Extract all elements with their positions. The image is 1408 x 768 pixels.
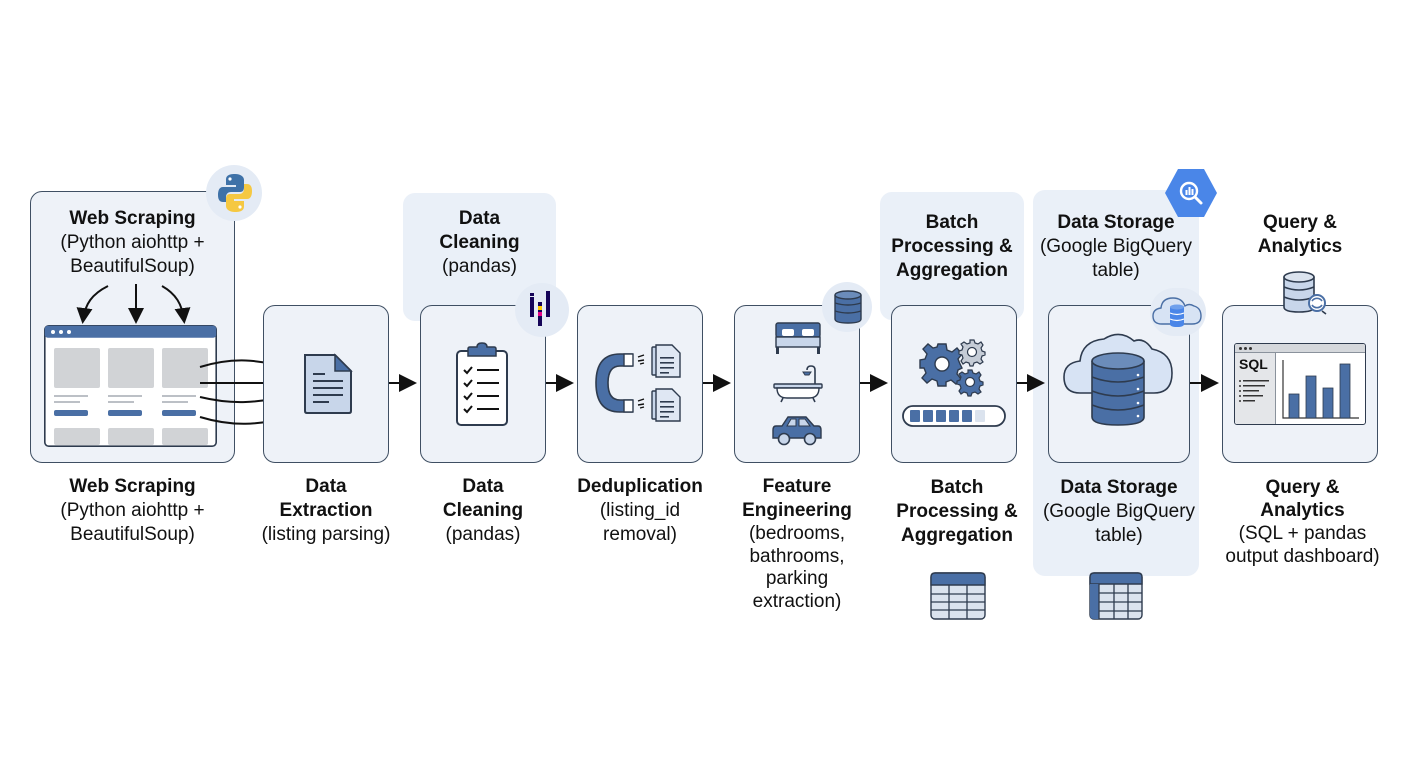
python-logo-icon xyxy=(218,174,252,212)
pandas-logo-icon xyxy=(530,291,550,326)
data-storage-header-sub-1: (Google BigQuery xyxy=(1039,236,1193,257)
browser-window-icon xyxy=(44,325,217,448)
data-extraction-sub-1: (listing parsing) xyxy=(261,524,391,545)
deduplication-sub-2: removal) xyxy=(603,524,677,545)
bathtub-icon xyxy=(773,365,823,403)
web-scraping-card-title: Web Scraping xyxy=(69,208,196,229)
data-cleaning-title-2: Cleaning xyxy=(442,500,524,521)
dashboard-bar-chart xyxy=(1282,360,1359,419)
query-analytics-header-title-1: Query & xyxy=(1263,212,1337,233)
feature-engineering-sub-4: extraction) xyxy=(752,590,842,612)
data-storage-title: Data Storage xyxy=(1060,477,1178,498)
data-cleaning-sub: (pandas) xyxy=(445,524,521,545)
cloud-database-small-icon xyxy=(1152,297,1202,327)
database-icon xyxy=(834,290,862,324)
query-analytics-title-1: Query & xyxy=(1265,477,1340,498)
feature-engineering-sub-2: bathrooms, xyxy=(749,545,845,567)
batch-processing-title-1: Batch xyxy=(930,477,984,498)
web-scraping-sub-2: BeautifulSoup) xyxy=(70,524,195,545)
feature-engineering-title-2: Engineering xyxy=(742,500,852,521)
batch-processing-title-2: Processing & xyxy=(896,501,1018,522)
progress-bar-icon xyxy=(902,405,1006,427)
scrape-arrows-icon xyxy=(76,284,191,324)
query-analytics-sub-2: output dashboard) xyxy=(1225,546,1380,567)
batch-processing-header-panel xyxy=(880,192,1024,320)
bigquery-logo-icon xyxy=(1165,169,1217,217)
table-icon xyxy=(930,572,986,620)
query-analytics-header-label: Query & Analytics xyxy=(1220,211,1380,259)
clipboard-checklist-icon xyxy=(456,342,508,426)
feature-engineering-title-1: Feature xyxy=(762,476,832,497)
sql-pane: SQL xyxy=(1235,353,1276,424)
data-cleaning-label: Data Cleaning (pandas) xyxy=(403,475,563,547)
magnet-documents-icon xyxy=(595,344,681,422)
cloud-database-icon xyxy=(1063,333,1173,426)
storage-table-icon xyxy=(1089,572,1143,620)
batch-processing-label: Batch Processing & Aggregation xyxy=(875,476,1039,548)
query-analytics-sub-1: (SQL + pandas xyxy=(1238,523,1367,544)
feature-engineering-sub-3: parking xyxy=(765,568,829,589)
web-scraping-card-sub-2: BeautifulSoup) xyxy=(70,256,195,277)
web-scraping-sub-1: (Python aiohttp + xyxy=(60,500,205,521)
query-analytics-label: Query & Analytics (SQL + pandas output d… xyxy=(1205,476,1400,568)
batch-processing-header-title-2: Processing & xyxy=(891,236,1013,257)
data-storage-label: Data Storage (Google BigQuery table) xyxy=(1033,476,1205,548)
data-extraction-label: Data Extraction (listing parsing) xyxy=(236,475,416,547)
dashboard-bar-2 xyxy=(1305,375,1317,419)
dashboard-bar-1 xyxy=(1288,393,1300,419)
query-analytics-title-2: Analytics xyxy=(1260,500,1345,521)
database-refresh-icon xyxy=(1283,271,1327,315)
bed-icon xyxy=(775,322,821,354)
query-analytics-header-title-2: Analytics xyxy=(1257,236,1343,257)
feature-engineering-sub-1: (bedrooms, xyxy=(748,523,846,544)
batch-processing-card[interactable] xyxy=(891,305,1017,463)
deduplication-title: Deduplication xyxy=(577,476,703,497)
sql-code-lines xyxy=(1239,380,1269,402)
batch-processing-header-title-3: Aggregation xyxy=(896,260,1008,281)
batch-processing-header-label: Batch Processing & Aggregation xyxy=(880,211,1024,283)
data-cleaning-title-1: Data xyxy=(462,476,504,497)
car-icon xyxy=(772,416,822,446)
data-extraction-title-1: Data xyxy=(305,476,347,497)
data-cleaning-header-title-1: Data xyxy=(458,208,501,229)
batch-processing-title-3: Aggregation xyxy=(901,525,1013,546)
data-extraction-title-2: Extraction xyxy=(279,500,373,521)
data-storage-sub-2: table) xyxy=(1095,525,1143,546)
dashboard-bar-4 xyxy=(1339,363,1351,419)
data-cleaning-header-sub: (pandas) xyxy=(442,256,517,277)
data-storage-sub-1: (Google BigQuery xyxy=(1042,501,1196,522)
batch-processing-header-title-1: Batch xyxy=(925,212,979,233)
dashboard-titlebar xyxy=(1235,344,1365,353)
sql-dashboard-icon: SQL xyxy=(1234,343,1366,425)
data-storage-header-title: Data Storage xyxy=(1057,212,1175,233)
sql-label: SQL xyxy=(1239,356,1268,372)
gears-icon xyxy=(919,339,986,397)
web-scraping-card-sub-1: (Python aiohttp + xyxy=(60,232,205,253)
deduplication-label: Deduplication (listing_id removal) xyxy=(560,475,720,547)
data-storage-header-sub-2: table) xyxy=(1092,260,1140,281)
document-icon xyxy=(304,353,353,414)
deduplication-sub-1: (listing_id xyxy=(599,500,681,521)
web-scraping-card-label: Web Scraping (Python aiohttp + Beautiful… xyxy=(30,207,235,279)
dashboard-bar-3 xyxy=(1322,387,1334,419)
data-cleaning-header-title-2: Cleaning xyxy=(439,232,520,253)
web-scraping-label: Web Scraping (Python aiohttp + Beautiful… xyxy=(10,475,255,547)
web-scraping-title: Web Scraping xyxy=(69,476,196,497)
data-cleaning-header-label: Data Cleaning (pandas) xyxy=(403,207,556,279)
feature-engineering-label: Feature Engineering (bedrooms, bathrooms… xyxy=(716,475,878,613)
data-storage-header-label: Data Storage (Google BigQuery table) xyxy=(1033,211,1199,283)
